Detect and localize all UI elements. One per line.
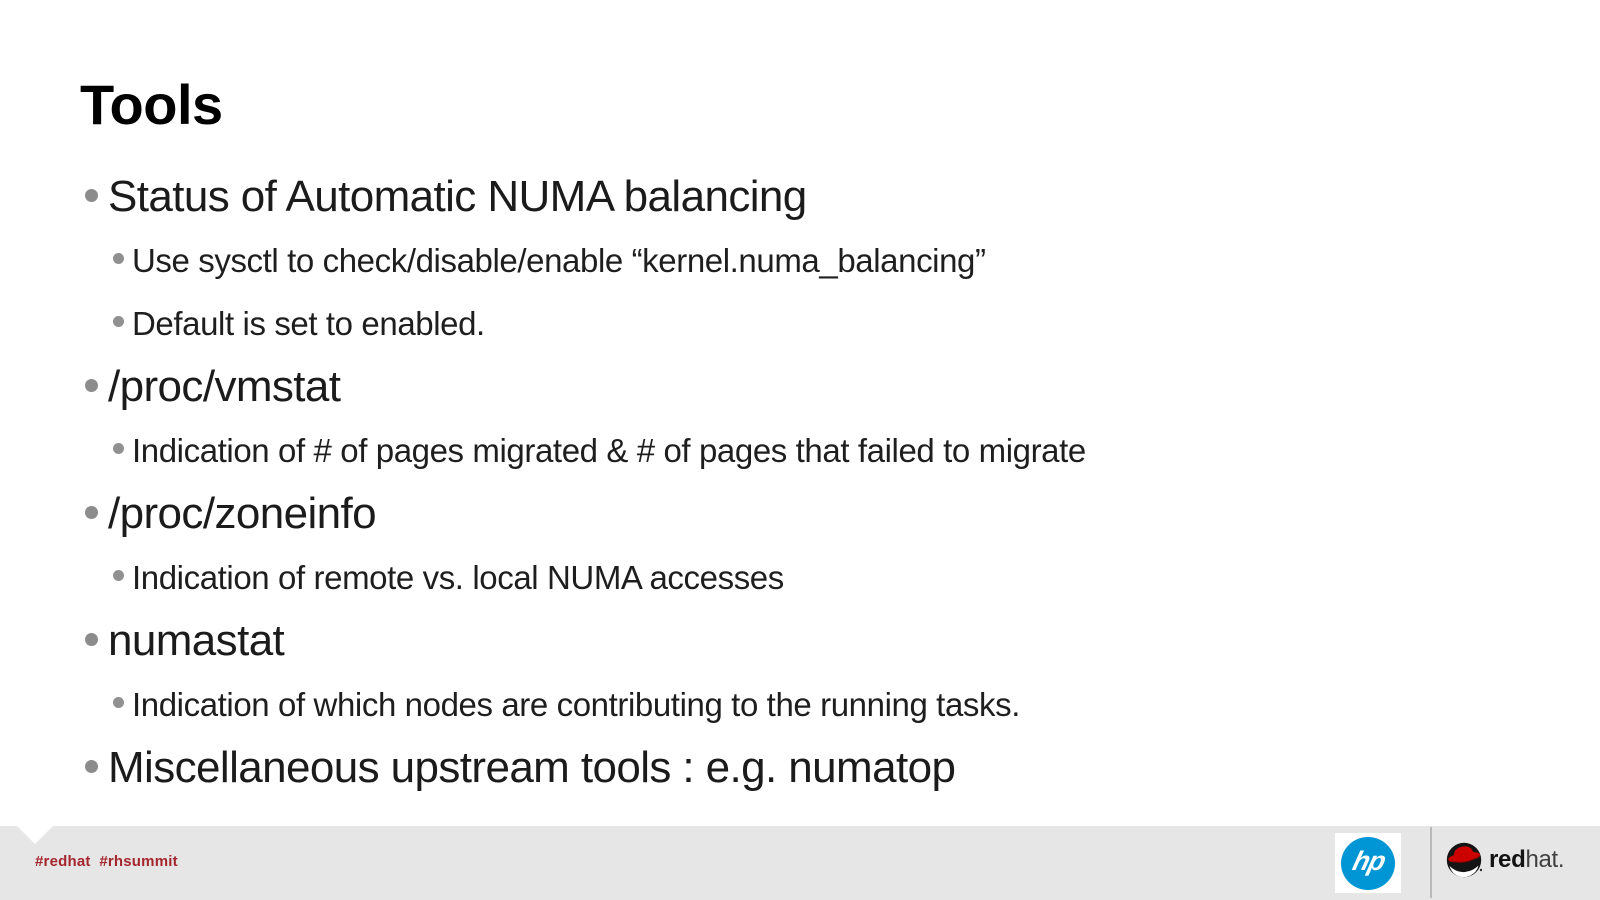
- redhat-wordmark-red: red: [1489, 846, 1526, 873]
- bullet-list: Status of Automatic NUMA balancing Use s…: [85, 165, 1545, 800]
- bullet-item-level1: numastat: [85, 609, 1545, 673]
- bullet-text: numastat: [108, 616, 285, 665]
- footer-bar: #redhat #rhsummit hp redhat.: [0, 826, 1600, 900]
- bullet-text: Miscellaneous upstream tools : e.g. numa…: [108, 743, 956, 792]
- bullet-text: Indication of which nodes are contributi…: [132, 685, 1020, 723]
- bullet-dot-icon: [113, 443, 124, 454]
- bullet-text: Default is set to enabled.: [132, 304, 485, 342]
- redhat-fedora-icon: [1446, 842, 1482, 878]
- bullet-dot-icon: [85, 759, 98, 773]
- redhat-wordmark-hat: hat.: [1525, 846, 1565, 873]
- hp-circle-icon: hp: [1341, 836, 1395, 890]
- bullet-text: /proc/vmstat: [108, 362, 341, 411]
- footer-hashtags: #redhat #rhsummit: [35, 853, 178, 870]
- bullet-item-level1: Status of Automatic NUMA balancing: [85, 165, 1545, 229]
- bullet-item-level1: Miscellaneous upstream tools : e.g. numa…: [85, 736, 1545, 800]
- bullet-item-level2: Indication of which nodes are contributi…: [85, 673, 1545, 736]
- page-title: Tools: [80, 73, 223, 136]
- footer-notch: [17, 826, 53, 844]
- bullet-item-level2: Use sysctl to check/disable/enable “kern…: [85, 229, 1545, 292]
- bullet-text: Status of Automatic NUMA balancing: [108, 172, 807, 221]
- bullet-dot-icon: [85, 188, 98, 202]
- bullet-dot-icon: [113, 570, 124, 581]
- bullet-dot-icon: [85, 505, 98, 519]
- bullet-dot-icon: [113, 316, 124, 327]
- bullet-dot-icon: [85, 632, 98, 646]
- bullet-dot-icon: [113, 697, 124, 708]
- bullet-item-level1: /proc/vmstat: [85, 355, 1545, 419]
- redhat-logo: redhat.: [1446, 842, 1565, 878]
- bullet-text: Indication of remote vs. local NUMA acce…: [132, 558, 784, 596]
- footer-divider: [1430, 827, 1432, 898]
- bullet-text: /proc/zoneinfo: [108, 489, 377, 538]
- bullet-item-level2: Indication of remote vs. local NUMA acce…: [85, 546, 1545, 609]
- bullet-item-level2: Indication of # of pages migrated & # of…: [85, 419, 1545, 482]
- bullet-item-level1: /proc/zoneinfo: [85, 482, 1545, 546]
- hp-logo-text: hp: [1349, 846, 1388, 876]
- bullet-text: Indication of # of pages migrated & # of…: [132, 431, 1086, 469]
- bullet-item-level2: Default is set to enabled.: [85, 292, 1545, 355]
- bullet-text: Use sysctl to check/disable/enable “kern…: [132, 241, 986, 279]
- redhat-wordmark: redhat.: [1489, 846, 1565, 874]
- bullet-dot-icon: [113, 253, 124, 264]
- bullet-dot-icon: [85, 378, 98, 392]
- hp-logo: hp: [1335, 833, 1401, 893]
